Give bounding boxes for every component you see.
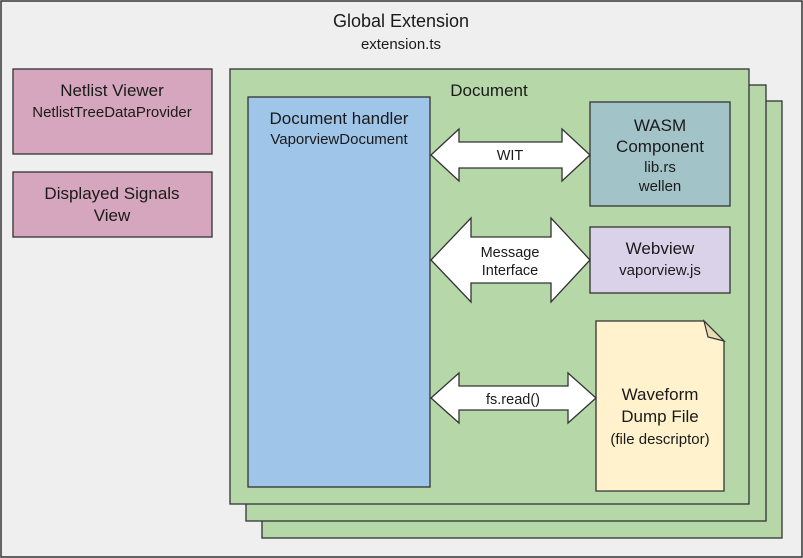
fs-read-label: fs.read() [486,392,540,408]
message-interface-label-line2: Interface [482,263,538,279]
webview-box [589,226,731,294]
netlist-viewer-title: Netlist Viewer [60,81,164,100]
document-handler-title: Document handler [270,109,409,128]
wasm-component-box [589,101,731,207]
wasm-line3: lib.rs [644,159,676,176]
waveform-line3: (file descriptor) [610,431,709,448]
document-handler-box [247,96,431,488]
document-title: Document [450,81,528,100]
waveform-file-shape [595,320,725,492]
waveform-line2: Dump File [621,407,698,426]
message-interface-arrow [430,216,591,304]
wit-arrow [430,127,591,183]
message-interface-label-line1: Message [481,245,540,261]
global-extension-title: Global Extension [333,11,469,31]
fs-read-arrow [430,371,597,425]
waveform-line1: Waveform [622,385,699,404]
document-handler-subtitle: VaporviewDocument [270,131,408,148]
waveform-file-fold [702,319,726,343]
displayed-signals-line1: Displayed Signals [44,184,179,203]
wasm-line2: Component [616,137,704,156]
wasm-line4: wellen [638,178,682,195]
displayed-signals-line2: View [94,206,131,225]
wasm-line1: WASM [634,116,686,135]
webview-title: Webview [626,239,695,258]
netlist-viewer-subtitle: NetlistTreeDataProvider [32,104,192,121]
global-extension-subtitle: extension.ts [361,36,441,53]
netlist-viewer-box [12,68,213,155]
displayed-signals-box [12,171,213,238]
wit-arrow-label: WIT [497,148,524,164]
webview-subtitle: vaporview.js [619,262,701,279]
